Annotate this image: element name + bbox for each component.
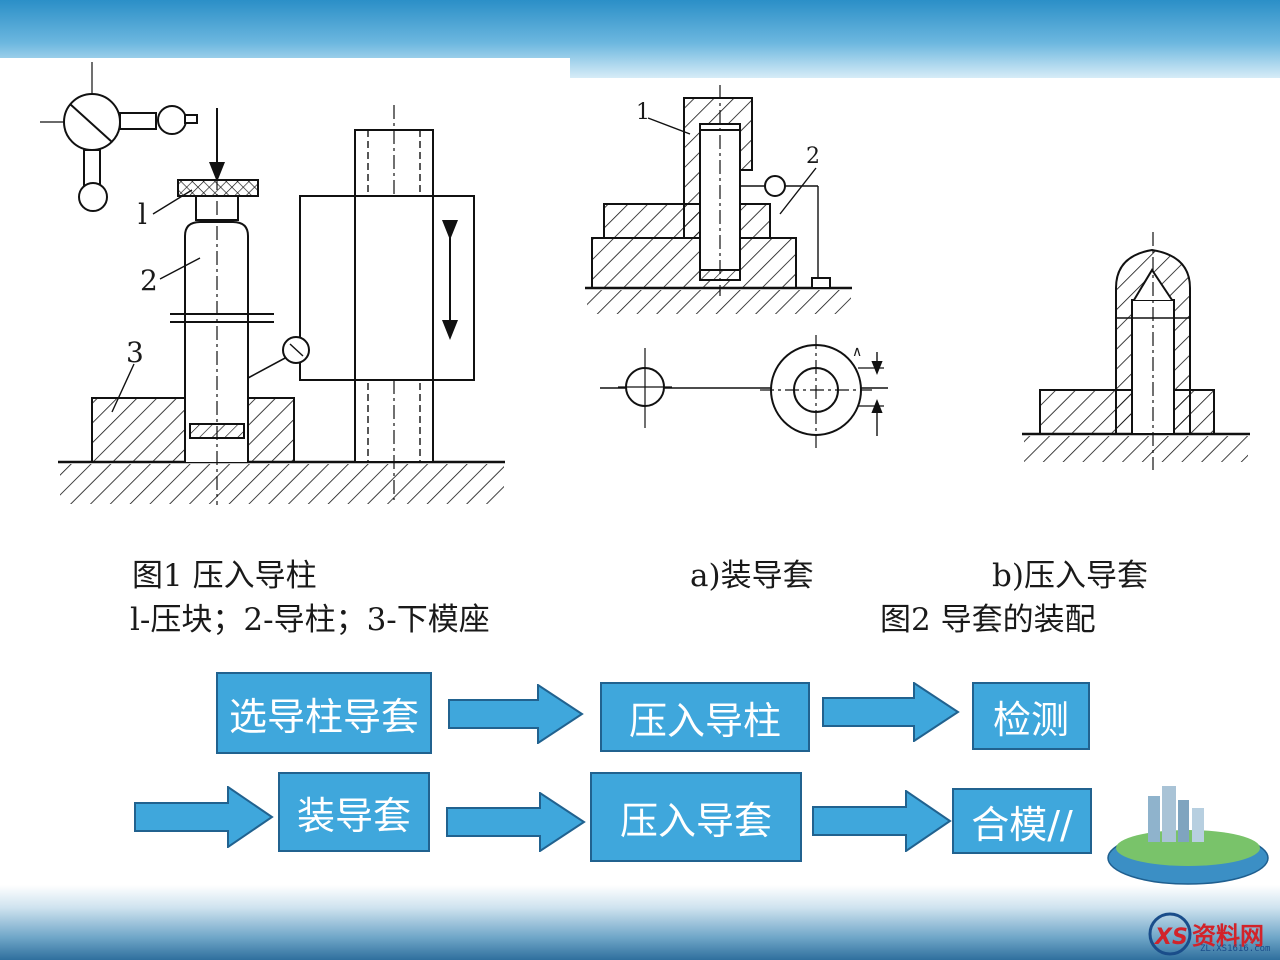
svg-text:XS: XS bbox=[1153, 925, 1188, 950]
flow-arrow-right-icon bbox=[448, 684, 584, 744]
fig2a-label-1: 1 bbox=[636, 100, 650, 125]
flow-step-close-mold: 合模// bbox=[952, 788, 1092, 854]
fig1-drawing bbox=[40, 62, 505, 505]
flow-arrow-right-icon bbox=[446, 792, 586, 852]
fig2b-drawing bbox=[1022, 232, 1250, 470]
header-white-tab bbox=[0, 58, 570, 80]
watermark-logo-icon: XS bbox=[1148, 912, 1192, 956]
flow-step-inspect: 检测 bbox=[972, 682, 1090, 750]
watermark-text: 资料网 bbox=[1192, 922, 1264, 950]
flow-step-select-parts: 选导柱导套 bbox=[216, 672, 432, 754]
fig2a-tolerance-label: ∧ bbox=[852, 344, 863, 360]
fig1-legend: l-压块；2-导柱；3-下模座 bbox=[130, 602, 490, 638]
footer-band bbox=[0, 885, 1280, 960]
watermark-url: ZL.XS1616.com bbox=[1200, 944, 1271, 954]
flow-step-press-bush: 压入导套 bbox=[590, 772, 802, 862]
flow-arrow-right-icon bbox=[134, 786, 274, 848]
flow-arrow-right-icon bbox=[812, 790, 952, 852]
fig2b-caption: b)压入导套 bbox=[992, 558, 1148, 594]
fig2a-drawing bbox=[585, 85, 888, 448]
flow-step-press-pillar: 压入导柱 bbox=[600, 682, 810, 752]
fig1-label-3: 3 bbox=[126, 336, 144, 369]
fig2a-label-2: 2 bbox=[806, 144, 820, 169]
fig1-caption: 图1 压入导柱 bbox=[132, 558, 317, 594]
fig1-label-1: l bbox=[138, 198, 147, 231]
fig2a-caption: a)装导套 bbox=[690, 558, 814, 594]
flow-step-install-bush: 装导套 bbox=[278, 772, 430, 852]
fig1-label-2: 2 bbox=[140, 264, 158, 297]
fig2-caption: 图2 导套的装配 bbox=[880, 602, 1096, 638]
flow-arrow-right-icon bbox=[822, 682, 960, 742]
watermark-island-icon bbox=[1107, 786, 1269, 885]
